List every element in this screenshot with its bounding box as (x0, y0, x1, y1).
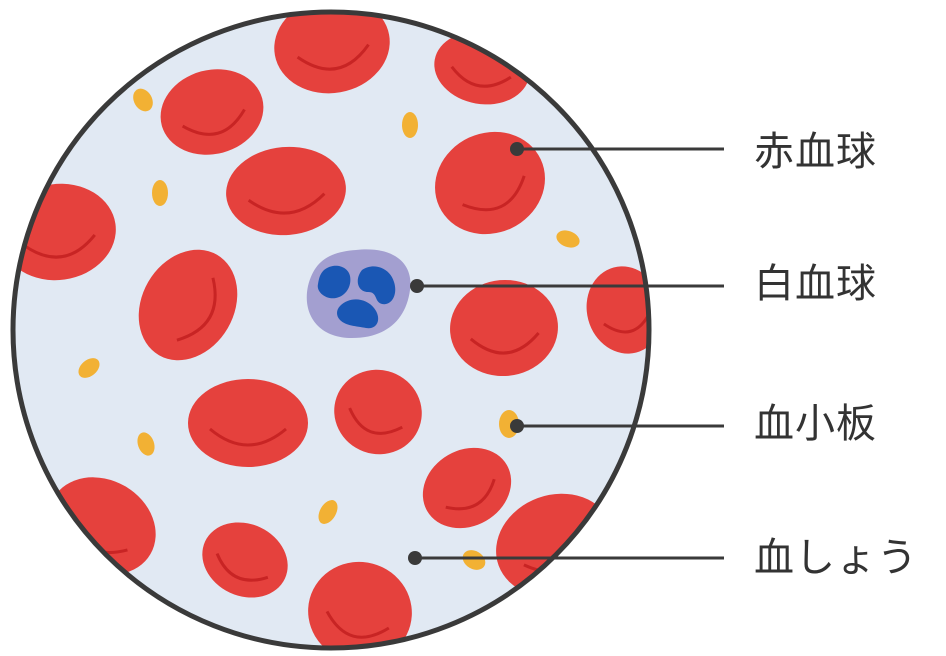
red-blood-cell (422, 447, 512, 529)
label-plasma: 血しょう (754, 535, 918, 581)
platelet (402, 112, 418, 138)
white-blood-cell (306, 249, 411, 338)
red-blood-cell (450, 279, 558, 377)
platelet (78, 358, 100, 378)
leader-line-red-blood-cell (510, 142, 724, 156)
leader-line-platelet (510, 419, 724, 433)
platelet (133, 88, 153, 112)
red-blood-cell (188, 379, 308, 467)
red-blood-cell (435, 131, 545, 235)
leader-line-white-blood-cell (410, 279, 724, 293)
label-red-blood-cell: 赤血球 (754, 129, 877, 175)
label-white-blood-cell: 白血球 (754, 261, 877, 307)
white-blood-cell-nucleus (317, 265, 351, 299)
label-platelet: 血小板 (754, 401, 877, 447)
red-blood-cell (334, 369, 422, 455)
red-blood-cell (202, 522, 288, 598)
red-blood-cell (274, 12, 390, 94)
red-blood-cell (160, 69, 264, 155)
platelet (462, 550, 486, 570)
platelet (152, 180, 168, 206)
leader-line-plasma (408, 551, 724, 565)
sample-outline (10, 9, 652, 651)
red-blood-cell (308, 561, 412, 648)
white-blood-cell-nucleus (337, 299, 379, 329)
red-blood-cell (226, 146, 346, 236)
platelet (318, 500, 338, 524)
red-blood-cell (138, 249, 238, 361)
platelet (137, 432, 155, 456)
platelet (556, 230, 580, 248)
white-blood-cell-nucleus (357, 266, 396, 305)
